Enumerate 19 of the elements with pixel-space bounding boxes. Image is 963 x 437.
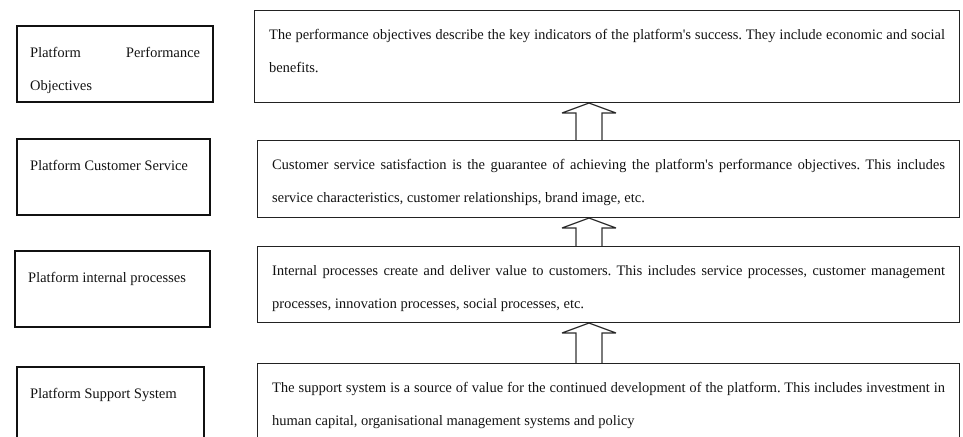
box-title: Platform Customer Service — [30, 157, 189, 176]
description-box — [257, 363, 960, 437]
description-text: The support system is a source of value for the continued development of the platform. This includes investment in human capital, organisational management systems and policy — [272, 379, 945, 431]
label-box — [14, 250, 211, 328]
hollow-arrow — [561, 102, 617, 141]
label-box — [16, 366, 205, 437]
description-text: Customer service satisfaction is the guarantee of achieving the platform's performance objectives. This includes service characteristics, customer relationships, brand image, etc. — [272, 156, 945, 208]
description-box — [257, 246, 960, 323]
box-title: Platform Performance Objectives — [30, 44, 200, 96]
box-title: Platform Support System — [30, 385, 178, 404]
description-text: Internal processes create and deliver value to customers. This includes service processes, customer management processes, innovation processes, social processes, etc. — [272, 262, 945, 314]
description-box — [257, 140, 960, 218]
description-box — [254, 10, 960, 103]
hollow-arrow — [561, 322, 617, 364]
label-box — [16, 25, 214, 103]
label-box — [16, 138, 211, 216]
hollow-arrow — [561, 217, 617, 247]
description-text: The performance objectives describe the key indicators of the platform's success. They include economic and social benefits. — [269, 26, 945, 78]
box-title: Platform internal processes — [28, 269, 187, 288]
